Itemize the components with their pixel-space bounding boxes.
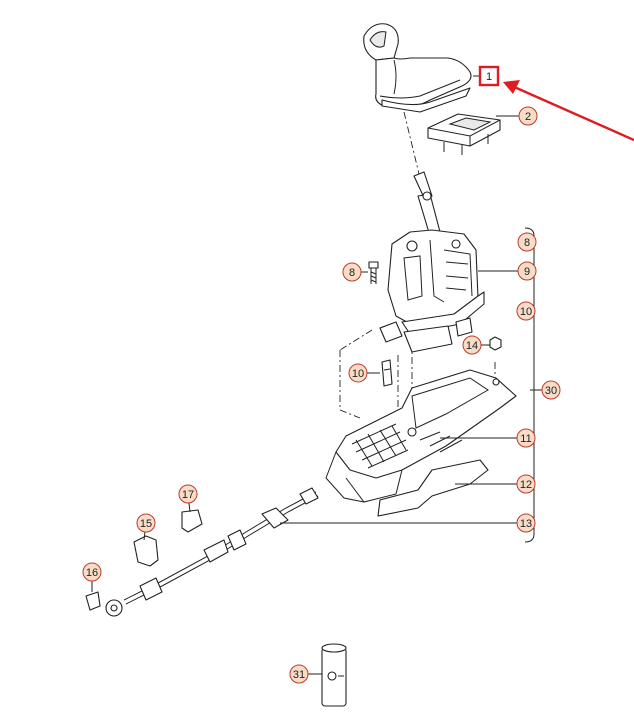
lubricant-tube [321,643,347,707]
callout-circle [541,380,561,400]
callout-label-text: 10 [520,306,532,318]
callout-label-text: 17 [182,489,194,501]
callout-label-text: 31 [293,669,305,681]
callout-circle [462,335,482,355]
callout-label-text: 30 [545,385,557,397]
callout-label-text: 13 [520,518,532,530]
callout-8: 8 [517,232,537,252]
callout-14: 14 [462,335,482,355]
callout-circle [136,513,156,533]
gear-knob-with-boot [363,23,472,113]
callout-10: 10 [348,363,368,383]
callout-8: 8 [342,262,362,282]
callout-label-text: 14 [466,340,478,352]
callout-circle [517,261,537,281]
callout-1: 1 [478,65,500,87]
bolt [368,261,379,284]
callout-circle [82,562,102,582]
gear-indicator-panel [427,113,501,155]
callout-circle [342,262,362,282]
callout-circle [516,474,536,494]
mounting-clip [85,591,101,611]
callout-label-text: 2 [525,111,531,123]
callout-circle [348,363,368,383]
callout-11: 11 [516,428,536,448]
highlight-arrow-shaft [511,84,634,142]
callout-circle [289,664,309,684]
shift-lever-rod [413,171,441,237]
callout-2: 2 [518,106,538,126]
callout-label-text: 11 [520,433,531,445]
callout-31: 31 [289,664,309,684]
callout-label-text: 8 [524,237,530,249]
shift-mechanism-housing [379,229,485,353]
nut [489,336,502,351]
highlight-arrow-head [503,80,520,94]
callout-label-text: 16 [86,567,98,579]
callout-circle [518,106,538,126]
clip [381,359,393,387]
callout-15: 15 [136,513,156,533]
callout-12: 12 [516,474,536,494]
retaining-clip [181,509,203,533]
callout-label-text: 8 [349,267,355,279]
callout-box [478,65,500,87]
callout-9: 9 [517,261,537,281]
callout-10: 10 [516,301,536,321]
callout-label-text: 12 [520,479,532,491]
callout-30: 30 [541,380,561,400]
callout-16: 16 [82,562,102,582]
insulation-pad [377,459,489,517]
callout-13: 13 [516,513,536,533]
assembly-bracket [524,227,535,543]
callout-label-text: 10 [352,368,364,380]
cable-bracket [133,535,159,567]
callout-circle [516,301,536,321]
grid-pattern [351,423,409,469]
callout-circle [517,232,537,252]
callout-label-text: 15 [140,518,152,530]
callout-circle [516,428,536,448]
callout-label-text: 1 [486,71,492,83]
highlight-arrow [503,80,634,142]
base-tray [325,369,517,503]
callout-circle [516,513,536,533]
callout-label-text: 9 [524,266,530,278]
callout-circle [178,484,198,504]
callout-17: 17 [178,484,198,504]
